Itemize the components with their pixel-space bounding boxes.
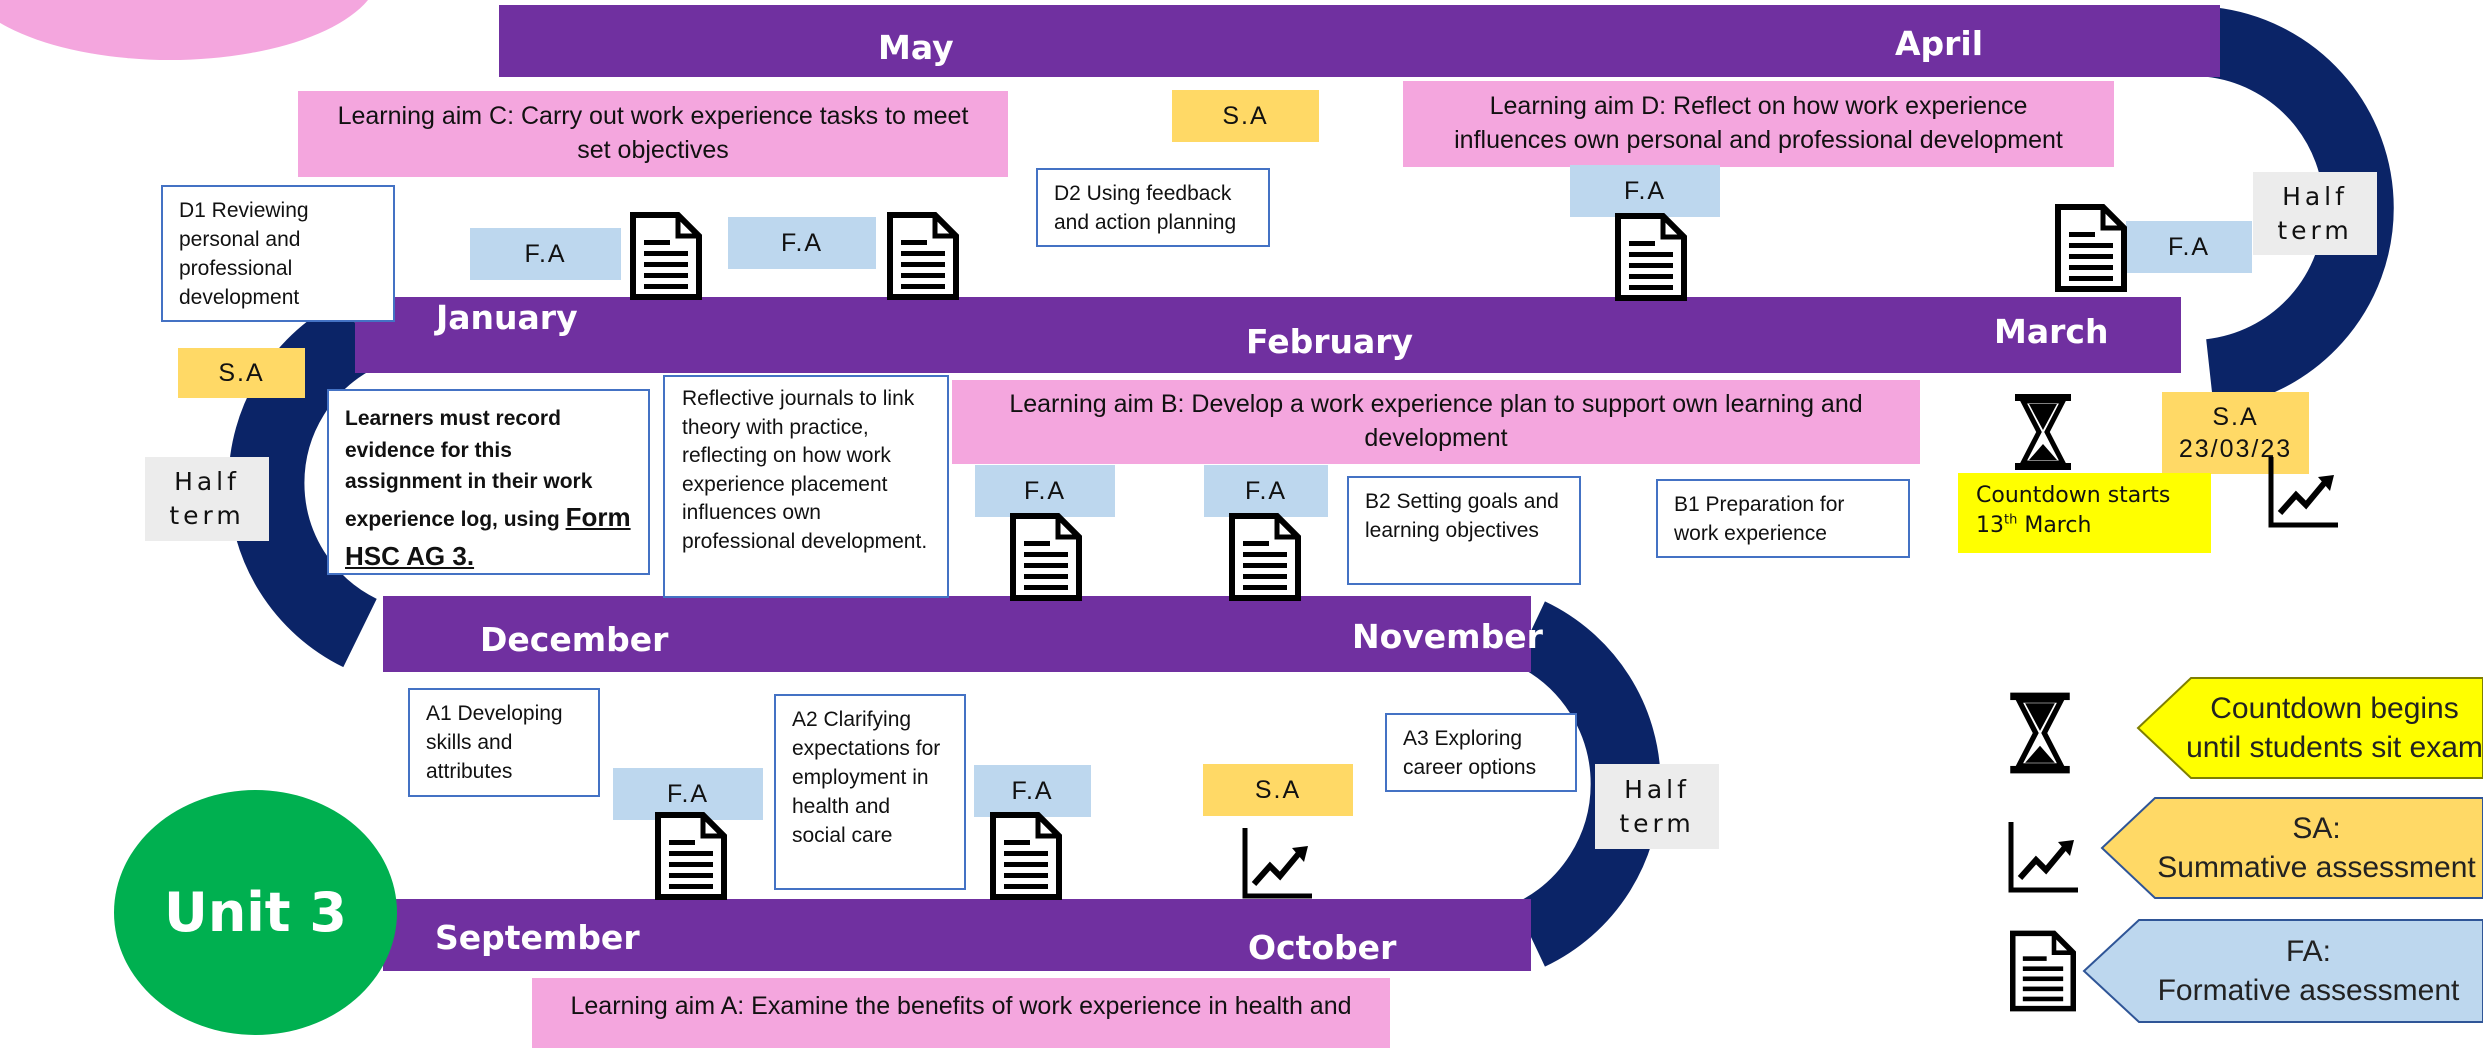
document-icon [2010, 930, 2076, 1012]
document-icon [1229, 513, 1301, 601]
hourglass-icon [2010, 692, 2070, 774]
legend-countdown-label: Countdown begins until students sit exam [2186, 692, 2483, 764]
half-term-tag: Half term [1595, 764, 1719, 849]
unit-badge: Unit 3 [114, 790, 397, 1035]
document-icon [887, 212, 959, 300]
countdown-line1: Countdown starts [1976, 483, 2171, 508]
criteria-a1-box: A1 Developing skills and attributes [408, 688, 600, 797]
form-reference: Form HSC AG 3. [345, 501, 631, 571]
criteria-d2-box: D2 Using feedback and action planning [1036, 168, 1270, 247]
fa-tag: F.A [1204, 465, 1328, 517]
countdown-line2: 13th March [1976, 512, 2092, 538]
fa-tag: F.A [974, 765, 1091, 817]
month-december: December [480, 620, 669, 659]
hourglass-icon [2015, 394, 2071, 470]
month-january: January [436, 298, 578, 337]
chart-up-icon [2268, 457, 2338, 528]
legend-sa-label: SA: Summative assessment [2157, 812, 2476, 884]
sa-tag: S.A [178, 348, 305, 398]
timeline-bar-top [499, 5, 2220, 77]
timeline-bar-bottom [383, 899, 1531, 971]
half-term-tag: Half term [145, 457, 269, 541]
learners-evidence-box: Learners must record evidence for this a… [327, 389, 650, 575]
chart-up-icon [1242, 828, 1312, 899]
fa-tag: F.A [1570, 165, 1720, 217]
learning-aim-c: Learning aim C: Carry out work experienc… [298, 91, 1008, 177]
fa-tag: F.A [470, 228, 621, 280]
month-november: November [1352, 617, 1543, 656]
learning-aim-d: Learning aim D: Reflect on how work expe… [1403, 81, 2114, 167]
month-september: September [435, 918, 640, 957]
timeline-bar-lower [383, 596, 1531, 672]
criteria-d1-box: D1 Reviewing personal and professional d… [161, 185, 395, 322]
sa-tag: S.A [1172, 90, 1319, 142]
sa-tag: S.A [1203, 764, 1353, 816]
fa-tag: F.A [2126, 221, 2252, 273]
unit-label: Unit 3 [164, 881, 347, 944]
document-icon [2055, 204, 2127, 292]
countdown-starts-box: Countdown starts 13th March [1958, 473, 2211, 553]
learners-evidence-text: Learners must record evidence for this a… [345, 407, 593, 531]
fa-tag: F.A [975, 465, 1115, 517]
legend-sa-tag [2100, 797, 2483, 899]
month-march: March [1994, 312, 2109, 351]
month-april: April [1895, 24, 1984, 63]
chart-up-icon [2008, 822, 2078, 893]
learning-aim-a: Learning aim A: Examine the benefits of … [532, 978, 1390, 1048]
legend-countdown-tag [2136, 677, 2483, 779]
sa-tag-dated: S.A 23/03/23 [2162, 392, 2309, 474]
reflective-journals-box: Reflective journals to link theory with … [663, 375, 949, 598]
criteria-b2-box: B2 Setting goals and learning objectives [1347, 476, 1581, 585]
document-icon [1615, 213, 1687, 301]
half-term-tag: Half term [2253, 172, 2377, 255]
legend-fa-tag [2082, 919, 2483, 1023]
criteria-a2-box: A2 Clarifying expectations for employmen… [774, 694, 966, 890]
document-icon [630, 212, 702, 300]
document-icon [655, 812, 727, 900]
fa-tag: F.A [613, 768, 763, 820]
legend-fa-label: FA: Formative assessment [2157, 935, 2460, 1007]
month-october: October [1248, 928, 1397, 967]
document-icon [1010, 513, 1082, 601]
criteria-b1-box: B1 Preparation for work experience [1656, 479, 1910, 558]
month-may: May [878, 28, 954, 67]
month-february: February [1246, 322, 1414, 361]
fa-tag: F.A [728, 217, 876, 269]
timeline-bar-upper [355, 297, 2181, 373]
document-icon [990, 812, 1062, 900]
learning-aim-b: Learning aim B: Develop a work experienc… [952, 380, 1920, 464]
criteria-a3-box: A3 Exploring career options [1385, 713, 1577, 792]
